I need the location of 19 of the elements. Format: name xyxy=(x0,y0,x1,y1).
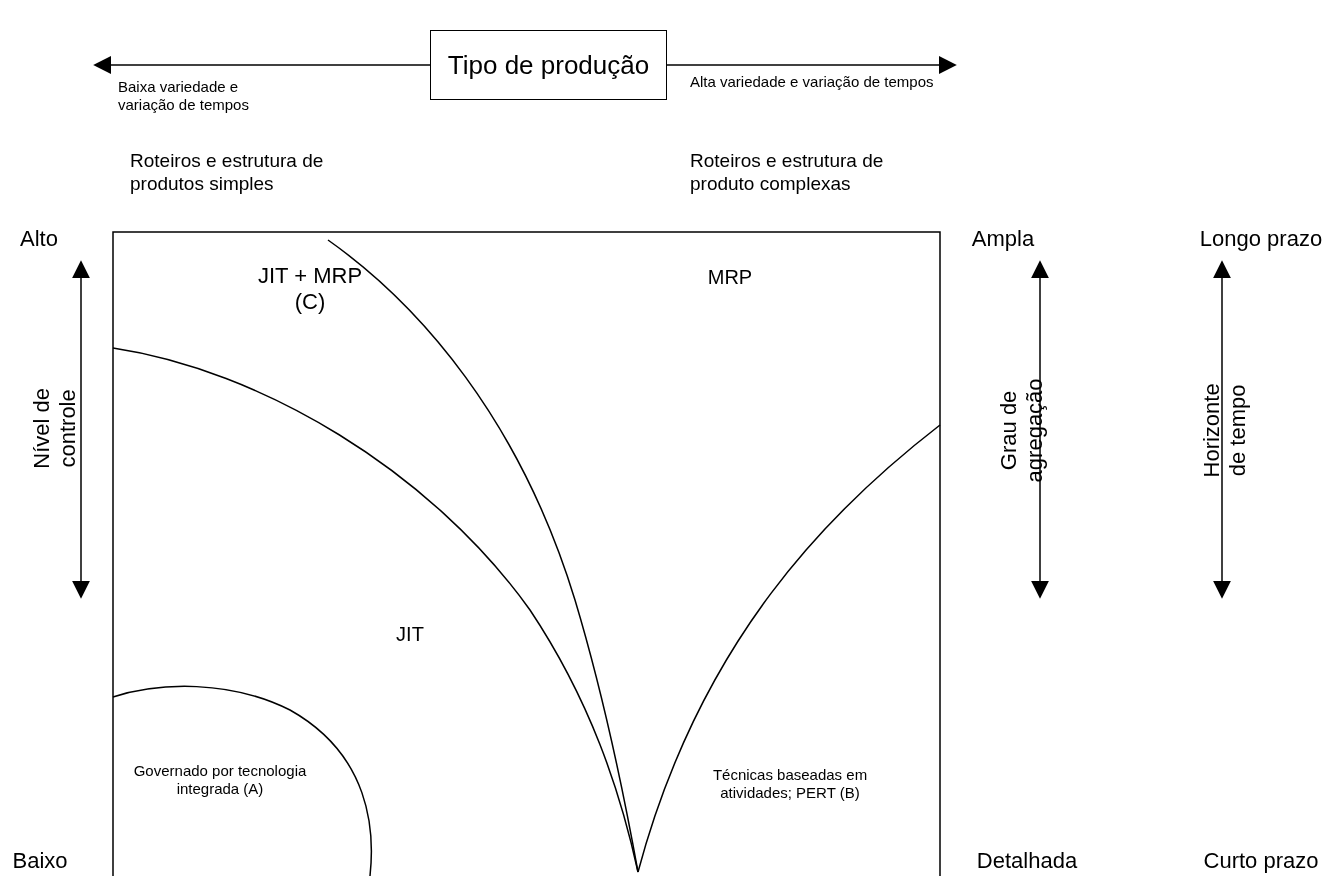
region-label: MRP xyxy=(706,265,754,289)
axis-end-label: Curto prazo xyxy=(1202,848,1320,875)
axis-title: Nível de controle xyxy=(28,386,81,471)
axis-title: Horizonte de tempo xyxy=(1198,381,1251,479)
axis-end-label: Longo prazo xyxy=(1198,226,1324,253)
region-label: JIT xyxy=(395,622,425,646)
axis-note: Roteiros e estrutura de produto complexas xyxy=(690,150,885,196)
axis-note: Baixa variedade e variação de tempos xyxy=(118,78,250,114)
region-label: JIT + MRP (C) xyxy=(256,263,364,316)
axis-end-label: Alto xyxy=(19,226,59,253)
region-label: Governado por tecnologia integrada (A) xyxy=(132,762,308,798)
axis-end-label: Ampla xyxy=(970,226,1036,253)
axis-title: Grau de agregação xyxy=(995,376,1048,484)
axis-end-label: Baixo xyxy=(11,848,69,875)
process-box: Tipo de produção xyxy=(430,30,667,100)
axis-end-label: Detalhada xyxy=(975,848,1079,875)
axis-note: Alta variedade e variação de tempos xyxy=(690,73,935,91)
axis-note: Roteiros e estrutura de produtos simples xyxy=(130,150,325,196)
region-label: Técnicas baseadas em atividades; PERT (B) xyxy=(711,766,869,802)
